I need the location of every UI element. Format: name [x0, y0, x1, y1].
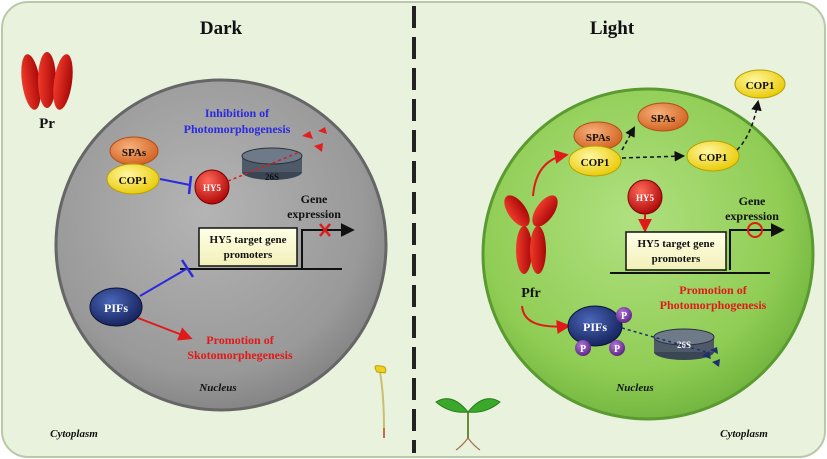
light-active-circle-icon	[747, 222, 763, 238]
dark-promoter-label-2: promoters	[224, 249, 273, 261]
light-pifs-fragments-icon	[702, 347, 720, 367]
light-spas-complex-label: SPAs	[586, 132, 611, 144]
light-gene-label-2: expression	[725, 209, 779, 223]
dark-proteasome-label: 26S	[265, 172, 279, 182]
cop1-export-arrow	[736, 99, 762, 151]
light-cytoplasm-label: Cytoplasm	[720, 428, 768, 440]
complex-to-cop1-arrow	[621, 151, 686, 162]
dark-spas-label: SPAs	[122, 147, 147, 159]
dark-cytoplasm-label: Cytoplasm	[50, 428, 98, 440]
inhibition-label-1: Inhibition of	[205, 106, 270, 120]
light-nucleus-label: Nucleus	[615, 382, 653, 394]
skoto-label-2: Skotomorphegenesis	[187, 348, 293, 362]
inhibition-label-2: Photomorphogenesis	[184, 122, 291, 136]
light-gene-label-1: Gene	[739, 194, 766, 208]
dark-transcription-arrow	[301, 223, 355, 268]
photo-label-2: Photomorphogenesis	[660, 298, 767, 312]
light-proteasome-label: 26S	[677, 340, 691, 350]
dark-hy5-label: HY5	[203, 183, 222, 193]
light-hy5-label: HY5	[636, 193, 655, 203]
photo-label-1: Promotion of	[679, 283, 747, 297]
phosphate-1-label: P	[621, 311, 627, 322]
dark-nucleus-label: Nucleus	[198, 382, 236, 394]
pfr-label: Pfr	[521, 286, 540, 301]
light-promoter-box	[625, 231, 727, 271]
light-promoter-label-2: promoters	[652, 253, 701, 265]
pifs-promote-arrow	[137, 317, 193, 341]
pr-label: Pr	[39, 116, 55, 132]
hy5-to-degradation	[227, 151, 301, 182]
phosphate-2	[575, 340, 591, 356]
light-spas-separated-label: SPAs	[651, 113, 676, 125]
phosphate-2-label: P	[580, 344, 586, 355]
dark-cop1	[106, 163, 160, 195]
phosphate-3-label: P	[614, 344, 620, 355]
etiolated-seedling-icon	[374, 365, 387, 438]
green-seedling-icon	[435, 398, 501, 451]
pifs-inhibit-promoter	[139, 267, 189, 297]
pfr-to-complex-arrow	[532, 149, 569, 197]
light-cop1-top-label: COP1	[746, 80, 775, 92]
light-pifs-label: PIFs	[583, 320, 607, 334]
dark-hy5-fragments-icon	[302, 127, 327, 152]
light-cop1-exported	[734, 69, 786, 99]
dark-title: Dark	[200, 18, 243, 39]
light-cop1-mid-label: COP1	[699, 152, 728, 164]
dark-promoter-label-1: HY5 target gene	[210, 234, 287, 246]
light-title: Light	[590, 18, 635, 39]
dark-proteasome-icon	[241, 147, 303, 180]
pifs-inhibition-bar	[180, 259, 195, 278]
phosphate-groups: P P P	[575, 307, 632, 356]
pr-phytochrome-icon	[21, 52, 73, 110]
dark-gene-label-1: Gene	[301, 192, 328, 206]
dark-cop1-label: COP1	[119, 175, 148, 187]
phosphate-3	[609, 340, 625, 356]
skoto-label-1: Promotion of	[206, 333, 274, 347]
dark-promoter-box	[198, 227, 298, 267]
light-spas-separated	[637, 102, 689, 132]
light-cop1-mid	[686, 140, 740, 172]
light-promoter-label-1: HY5 target gene	[638, 238, 715, 250]
pfr-to-pifs-arrow	[521, 305, 571, 334]
dark-pifs-label: PIFs	[104, 301, 128, 315]
pfr-phytochrome-icon	[504, 195, 558, 274]
pifs-to-degradation	[621, 327, 707, 353]
cop1-inhibits-hy5	[159, 178, 191, 186]
inhibition-bar	[187, 175, 193, 195]
dark-hy5	[194, 169, 230, 205]
light-cop1-complex	[568, 145, 622, 177]
dark-blocked-cross-icon	[319, 223, 331, 237]
dark-pifs	[89, 287, 143, 327]
phosphate-1	[616, 307, 632, 323]
dark-gene-label-2: expression	[287, 207, 341, 221]
light-pifs	[567, 305, 623, 347]
light-cop1-complex-label: COP1	[581, 157, 610, 169]
light-transcription-arrow	[729, 223, 785, 270]
